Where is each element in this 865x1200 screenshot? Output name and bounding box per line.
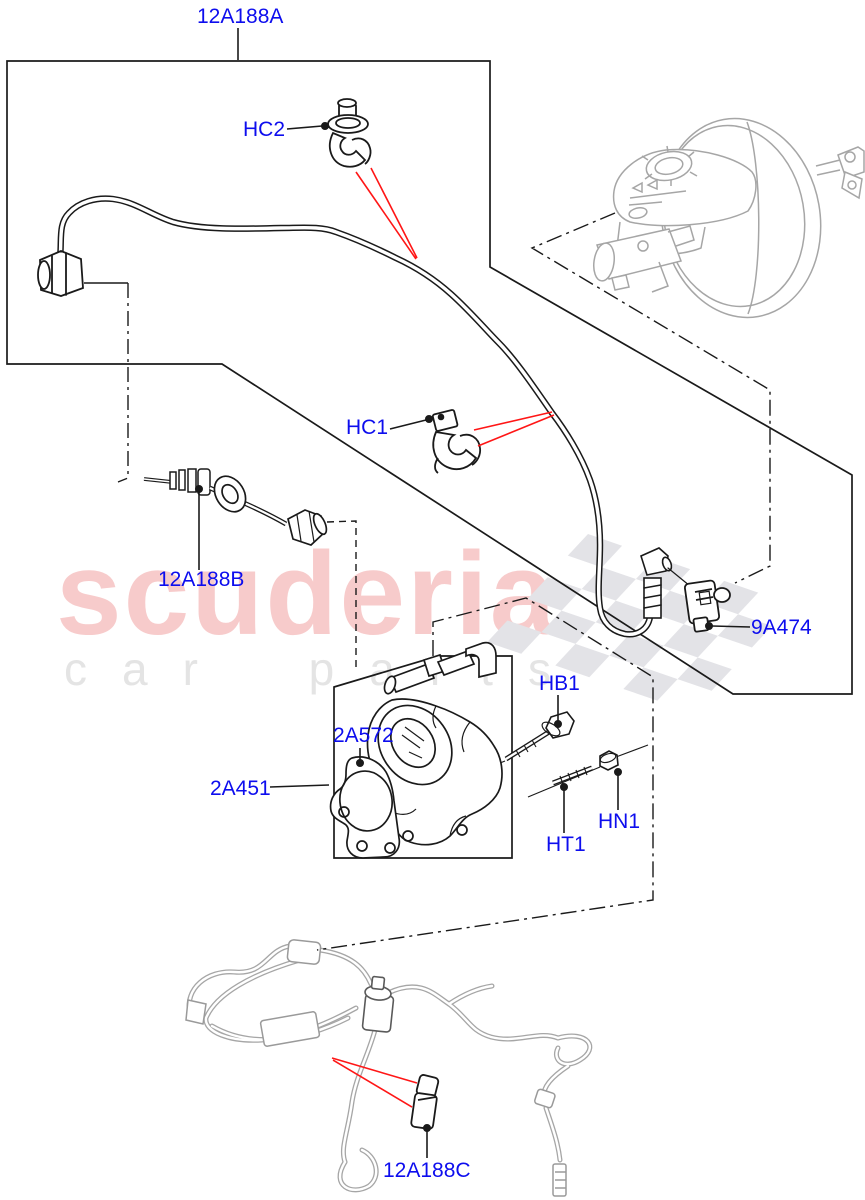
part-label-HB1[interactable]: HB1 <box>539 672 580 695</box>
hose-bellows <box>640 547 673 619</box>
sensor-9A474 <box>683 579 731 633</box>
part-label-HN1[interactable]: HN1 <box>598 810 641 833</box>
phantom-pipe-to-pumpbox <box>326 520 357 672</box>
leader-lines <box>195 28 751 1158</box>
checkered-flag-watermark <box>487 534 773 701</box>
part-label-12A188C[interactable]: 12A188C <box>383 1159 471 1182</box>
vacuum-hose-12A188A <box>37 195 691 638</box>
part-label-HT1[interactable]: HT1 <box>546 833 586 856</box>
hose-end-connector <box>37 250 84 297</box>
part-label-9A474[interactable]: 9A474 <box>751 616 812 639</box>
brake-booster-reference <box>593 117 865 319</box>
phantom-booster-to-sensor <box>530 212 771 584</box>
red-leader-HC1 <box>473 411 555 447</box>
part-label-HC1[interactable]: HC1 <box>346 416 389 439</box>
watermark-brand: scuderia <box>56 528 558 660</box>
red-leader-HC2 <box>355 167 418 260</box>
bolt-HB1 <box>504 711 575 762</box>
hose-assembly-box <box>6 60 853 695</box>
part-label-2A451[interactable]: 2A451 <box>210 777 271 800</box>
part-label-2A572[interactable]: 2A572 <box>333 724 394 747</box>
vacuum-pipe-12A188B <box>143 468 328 546</box>
stud-HT1 <box>552 765 593 786</box>
phantom-pumpbox-to-harness <box>316 597 654 951</box>
engine-harness-reference <box>185 939 593 1197</box>
part-label-12A188A[interactable]: 12A188A <box>197 5 284 28</box>
phantom-lines <box>84 212 771 951</box>
hose-clip-HC2 <box>327 98 372 168</box>
pipe-end-fitting <box>287 509 328 546</box>
pump-gasket-2A451 <box>329 756 401 859</box>
part-label-HC2[interactable]: HC2 <box>243 118 286 141</box>
red-leader-12A188C <box>331 1057 418 1108</box>
phantom-elbow-to-pipe <box>117 283 129 483</box>
vacuum-pump-2A572 <box>366 641 503 846</box>
hose-clip-HC1 <box>431 409 482 474</box>
part-label-12A188B[interactable]: 12A188B <box>158 568 245 591</box>
vacuum-hose-connector-12A188C <box>410 1074 440 1130</box>
pump-assembly-detail <box>329 641 649 859</box>
nut-HN1 <box>599 750 619 771</box>
red-leader-lines <box>331 167 555 1108</box>
